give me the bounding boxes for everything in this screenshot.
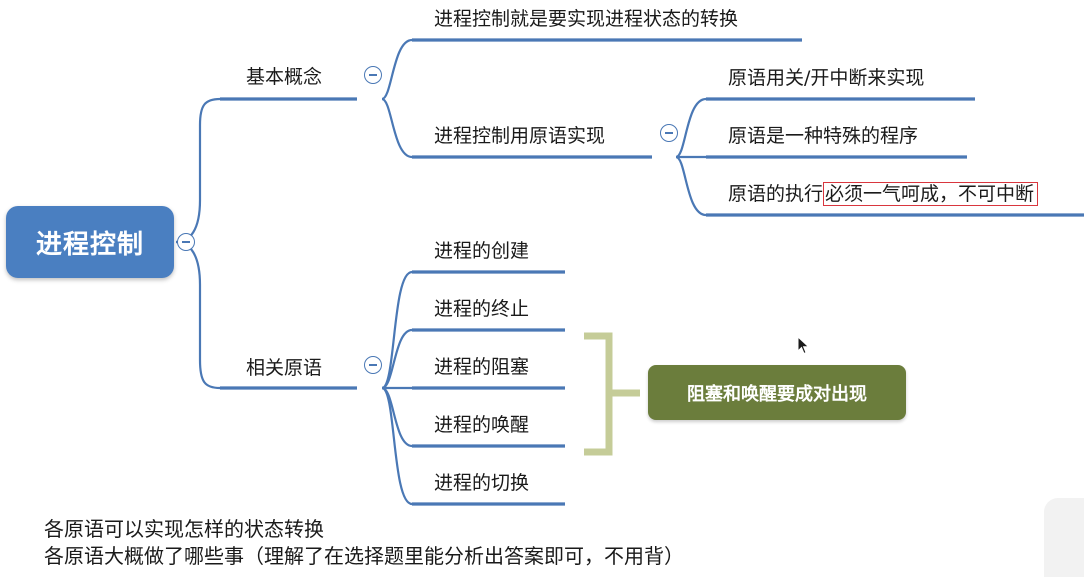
node-process-block[interactable]: 进程的阻塞 [434, 356, 530, 378]
callout-label: 阻塞和唤醒要成对出现 [687, 383, 867, 405]
connector-prim-interrupt [675, 97, 707, 159]
node-process-switch[interactable]: 进程的切换 [434, 472, 530, 494]
note-line-1: 各原语可以实现怎样的状态转换 [44, 517, 324, 541]
node-state-transition[interactable]: 进程控制就是要实现进程状态的转换 [434, 8, 739, 30]
connector-root-basic [175, 97, 221, 244]
callout-node[interactable]: 阻塞和唤醒要成对出现 [648, 365, 906, 420]
connector-root-related [175, 240, 221, 390]
connector-rel-terminate [381, 328, 413, 390]
atomic-prefix: 原语的执行 [728, 183, 824, 205]
mouse-cursor-icon [797, 336, 810, 355]
node-process-terminate[interactable]: 进程的终止 [434, 298, 530, 320]
node-primitive-impl[interactable]: 进程控制用原语实现 [434, 125, 606, 147]
collapse-basic-icon[interactable] [364, 66, 382, 84]
node-process-create[interactable]: 进程的创建 [434, 240, 530, 262]
connector-rel-wakeup [381, 386, 413, 448]
connector-prim-atomic [675, 155, 707, 217]
node-process-wakeup[interactable]: 进程的唤醒 [434, 414, 530, 436]
collapse-root-icon[interactable] [177, 233, 195, 251]
note-line-2: 各原语大概做了哪些事（理解了在选择题里能分析出答案即可，不用背） [44, 544, 684, 568]
root-node[interactable]: 进程控制 [6, 206, 174, 278]
connector-basic-state [381, 38, 413, 101]
node-special-program[interactable]: 原语是一种特殊的程序 [728, 125, 919, 147]
pair-bracket [584, 332, 640, 456]
node-basic-concept[interactable]: 基本概念 [246, 66, 323, 88]
notes-block: 各原语可以实现怎样的状态转换 各原语大概做了哪些事（理解了在选择题里能分析出答案… [44, 516, 684, 570]
connector-basic-primitive [381, 97, 413, 159]
root-label: 进程控制 [35, 229, 144, 260]
connector-rel-create [381, 270, 413, 390]
node-related-primitives[interactable]: 相关原语 [246, 357, 323, 379]
connector-rel-switch [381, 386, 413, 506]
collapse-related-icon[interactable] [364, 356, 382, 374]
collapse-primitive-icon[interactable] [660, 124, 678, 142]
node-atomic-execution[interactable]: 原语的执行必须一气呵成，不可中断 [728, 182, 1039, 206]
node-interrupt[interactable]: 原语用关/开中断来实现 [728, 67, 925, 89]
corner-overlay [1044, 498, 1084, 577]
atomic-highlight: 必须一气呵成，不可中断 [823, 182, 1039, 206]
